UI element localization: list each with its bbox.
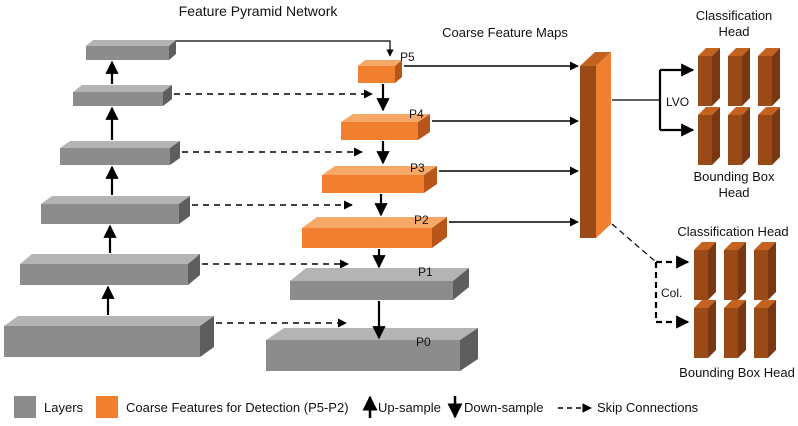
head-bottom-bbox-block (724, 300, 746, 358)
legend-skip-label: Skip Connections (597, 400, 699, 415)
backbone-layer-2 (73, 85, 172, 106)
label-P1: P1 (418, 265, 433, 279)
head-top-class-label-2: Head (718, 24, 749, 39)
coarse-feature-map-bar (580, 52, 611, 238)
backbone-layer-1 (86, 40, 176, 60)
skip-connections (174, 89, 373, 328)
head-top-classification-block (728, 48, 750, 106)
top-connection (176, 40, 394, 57)
backbone-layer-4 (41, 196, 190, 224)
head-connections-dashed (611, 223, 690, 329)
head-bottom-bbox-block (754, 300, 776, 358)
legend-upsample-label: Up-sample (378, 400, 441, 415)
head-top-bbox-label-1: Bounding Box (694, 169, 775, 184)
label-P4: P4 (409, 107, 424, 121)
head-bottom-classification-block (694, 242, 716, 300)
head-bottom-classification-block (754, 242, 776, 300)
level-P4 (341, 114, 430, 140)
head-bottom-bbox-block (694, 300, 716, 358)
label-P3: P3 (410, 161, 425, 175)
head-top-bbox-block (758, 107, 780, 165)
head-blocks (694, 48, 780, 358)
label-P0: P0 (416, 335, 431, 349)
head-top-class-label-1: Classification (696, 8, 773, 23)
head-bottom-class-label: Classification Head (677, 224, 788, 239)
coarse-feature-maps-label: Coarse Feature Maps (442, 25, 568, 40)
diagram-title: Feature Pyramid Network (179, 3, 339, 19)
level-P2 (302, 217, 447, 248)
label-P2: P2 (414, 213, 429, 227)
legend-coarse-label: Coarse Features for Detection (P5-P2) (126, 400, 349, 415)
backbone-layer-3 (60, 141, 180, 165)
level-P5 (358, 60, 402, 83)
head-top-bbox-label-2: Head (718, 185, 749, 200)
level-P0 (266, 328, 478, 371)
legend: Layers Coarse Features for Detection (P5… (14, 395, 699, 419)
head-top-bbox-block (728, 107, 750, 165)
head-top-merge-label: LVO (666, 95, 689, 109)
legend-downsample-label: Down-sample (464, 400, 543, 415)
level-P1 (290, 268, 469, 300)
head-bottom-classification-block (724, 242, 746, 300)
coarse-arrows (404, 61, 579, 227)
head-connections (612, 63, 695, 137)
label-P5: P5 (400, 50, 415, 64)
head-top-classification-block (758, 48, 780, 106)
level-P3 (322, 166, 437, 193)
pyramid-downsample-arrows (372, 84, 390, 340)
backbone-layer-6 (4, 316, 214, 357)
head-bottom-bbox-label: Bounding Box Head (679, 365, 795, 380)
head-top-classification-block (698, 48, 720, 106)
head-bottom-merge-label: Col. (661, 286, 682, 300)
backbone-upsample-arrows (101, 60, 119, 315)
legend-layers-label: Layers (44, 400, 84, 415)
backbone-layer-5 (20, 254, 200, 285)
legend-coarse-swatch (96, 396, 118, 418)
head-top-bbox-block (698, 107, 720, 165)
legend-layers-swatch (14, 396, 36, 418)
